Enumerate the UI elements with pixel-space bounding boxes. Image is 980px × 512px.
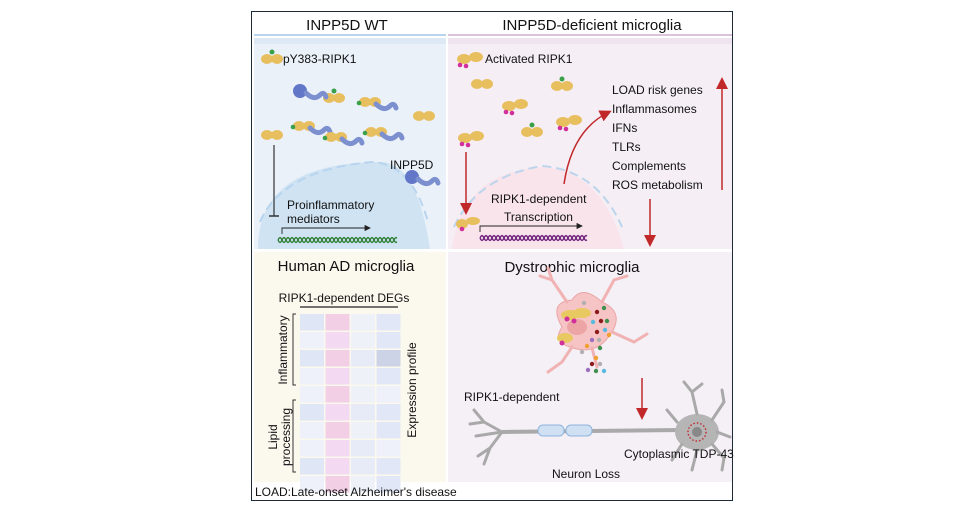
heatmap-cell — [351, 458, 375, 475]
heatmap-cell — [300, 422, 324, 439]
heatmap-cell — [300, 368, 324, 385]
footnote: LOAD:Late-onset Alzheimer's disease — [255, 485, 457, 499]
def-dna-icon — [479, 234, 588, 242]
panel-human-title: Human AD microglia — [278, 258, 415, 275]
panel-wt-title: INPP5D WT — [306, 17, 388, 34]
heatmap-cell — [300, 350, 324, 367]
heatmap-cell — [300, 332, 324, 349]
wt-nucleus-text-2: mediators — [287, 212, 340, 226]
heatmap-cell — [376, 422, 401, 439]
heatmap-cell — [300, 314, 324, 331]
panel-wt-header-band — [254, 38, 446, 44]
panel-dystrophic-title: Dystrophic microglia — [504, 259, 640, 276]
wt-nucleus — [258, 160, 430, 249]
panel-human-bg — [254, 252, 446, 482]
gene-list-item: Complements — [612, 159, 686, 173]
def-nucleus-text-2: Transcription — [504, 210, 573, 224]
heatmap-cell — [325, 458, 350, 475]
heatmap-cell — [325, 332, 350, 349]
neuron-illustration — [468, 380, 732, 472]
heatmap-cell — [376, 404, 401, 421]
dystrophic-arrow-label: RIPK1-dependent — [464, 390, 560, 404]
heatmap-cell — [376, 332, 401, 349]
heatmap-cell — [351, 368, 375, 385]
tdp43-label: Cytoplasmic TDP-43 — [624, 447, 734, 461]
heatmap-cell — [300, 404, 324, 421]
heatmap-cell — [325, 386, 350, 403]
wt-legend-label: pY383-RIPK1 — [283, 52, 357, 66]
heatmap-cell — [325, 476, 350, 493]
gene-list-item: ROS metabolism — [612, 178, 703, 192]
gene-list: LOAD risk genes Inflammasomes IFNs TLRs … — [612, 83, 703, 192]
activated-ripk1-molecules — [456, 76, 582, 232]
heatmap-cell — [376, 350, 401, 367]
gene-list-item: LOAD risk genes — [612, 83, 703, 97]
panel-deficient-title: INPP5D-deficient microglia — [502, 17, 682, 34]
heatmap-cell — [351, 422, 375, 439]
inpp5d-sh2-complexes — [290, 84, 441, 187]
heatmap-cell — [376, 368, 401, 385]
heatmap — [300, 314, 401, 493]
neuron-loss-label: Neuron Loss — [552, 467, 620, 481]
def-curved-arrow-icon — [563, 110, 612, 185]
heatmap-cell — [300, 386, 324, 403]
wt-dna-icon — [277, 236, 398, 244]
heatmap-cell — [376, 458, 401, 475]
wt-transcription-arrow-icon — [281, 224, 371, 234]
gene-list-item: TLRs — [612, 140, 641, 154]
heatmap-cell — [351, 386, 375, 403]
heatmap-cell — [325, 404, 350, 421]
heatmap-cell — [351, 350, 375, 367]
heatmap-cell — [376, 476, 401, 493]
panel-wt-header-line — [254, 34, 446, 36]
dystrophic-microglia-illustration — [538, 266, 649, 374]
heatmap-cell — [300, 458, 324, 475]
graphical-abstract: INPP5D WT INPP5D-deficient microglia Hum… — [251, 11, 734, 501]
heatmap-cell — [376, 386, 401, 403]
abstract-svg: INPP5D WT INPP5D-deficient microglia Hum… — [254, 17, 734, 499]
heatmap-cell — [325, 422, 350, 439]
heatmap-cell — [325, 440, 350, 457]
expression-profile-label: Expression profile — [405, 342, 419, 438]
heatmap-cell — [351, 476, 375, 493]
inpp5d-label: INPP5D — [390, 158, 434, 172]
def-transcription-arrow-icon — [479, 222, 583, 232]
group-label-lipid-processing: Lipidprocessing — [266, 408, 293, 466]
heatmap-cell — [351, 314, 375, 331]
heatmap-cell — [325, 350, 350, 367]
heatmap-cell — [325, 314, 350, 331]
lipid-bracket — [292, 399, 296, 473]
panel-deficient-header-band — [448, 38, 732, 44]
heatmap-cell — [351, 404, 375, 421]
heatmap-cell — [300, 440, 324, 457]
gene-list-item: IFNs — [612, 121, 637, 135]
wt-nucleus-text-1: Proinflammatory — [287, 198, 374, 212]
def-legend-label: Activated RIPK1 — [485, 52, 573, 66]
heatmap-title: RIPK1-dependent DEGs — [279, 291, 410, 305]
group-label-inflammatory: Inflammatory — [276, 315, 290, 384]
heatmap-cell — [376, 314, 401, 331]
heatmap-cell — [300, 476, 324, 493]
heatmap-cell — [351, 332, 375, 349]
gene-list-item: Inflammasomes — [612, 102, 697, 116]
def-nucleus-text-1: RIPK1-dependent — [491, 192, 587, 206]
inflammatory-bracket — [292, 313, 296, 386]
heatmap-cell — [376, 440, 401, 457]
ripk1-phospho-legend-icon — [261, 49, 283, 64]
heatmap-cell — [351, 440, 375, 457]
activated-ripk1-legend-icon — [457, 52, 483, 69]
heatmap-cell — [325, 368, 350, 385]
panel-deficient-header-line — [448, 34, 732, 36]
